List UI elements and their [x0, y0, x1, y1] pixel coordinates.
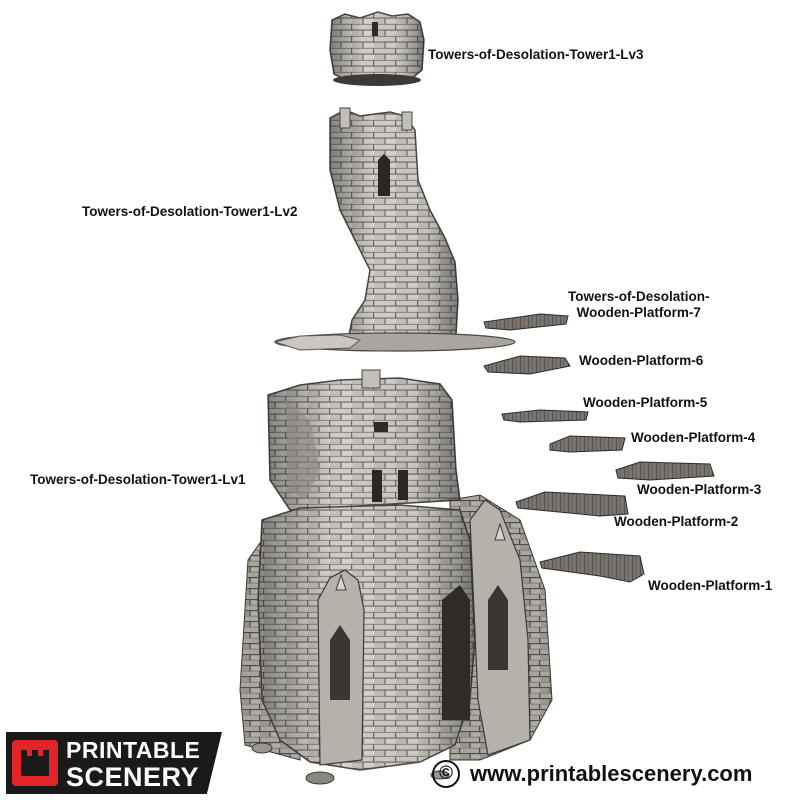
- label-platform-7-line2: Wooden-Platform-7: [576, 305, 701, 320]
- label-platform-2: Wooden-Platform-2: [614, 514, 739, 529]
- printable-scenery-logo: PRINTABLE SCENERY: [6, 732, 222, 794]
- label-platform-5: Wooden-Platform-5: [583, 395, 708, 410]
- copyright-icon: ©: [432, 760, 460, 788]
- label-platform-7: Towers-of-Desolation- Wooden-Platform-7: [568, 289, 710, 321]
- label-platform-7-line1: Towers-of-Desolation-: [568, 289, 710, 304]
- platform-6-piece: [483, 355, 571, 375]
- label-platform-1: Wooden-Platform-1: [648, 578, 773, 593]
- copyright-line: © www.printablescenery.com: [432, 760, 752, 788]
- label-tower-lv3: Towers-of-Desolation-Tower1-Lv3: [428, 47, 644, 62]
- logo-text-printable: PRINTABLE: [66, 737, 201, 763]
- platform-7-piece: [483, 313, 569, 331]
- platform-5-piece: [501, 409, 589, 423]
- tower-lv2-piece: [273, 107, 516, 352]
- label-tower-lv1: Towers-of-Desolation-Tower1-Lv1: [30, 472, 246, 487]
- platform-2-piece: [515, 491, 629, 517]
- tower-lv1-piece: [239, 369, 553, 785]
- label-platform-6: Wooden-Platform-6: [579, 353, 704, 368]
- castle-logo-icon: [12, 740, 58, 786]
- platform-3-piece: [615, 461, 715, 481]
- platform-4-piece: [549, 435, 626, 453]
- label-platform-3: Wooden-Platform-3: [637, 482, 762, 497]
- logo-text-scenery: SCENERY: [66, 762, 200, 792]
- label-platform-4: Wooden-Platform-4: [631, 430, 756, 445]
- website-url: www.printablescenery.com: [470, 761, 753, 786]
- tower-lv3-piece: [329, 11, 425, 86]
- label-tower-lv2: Towers-of-Desolation-Tower1-Lv2: [82, 204, 298, 219]
- platform-1-piece: [539, 551, 645, 583]
